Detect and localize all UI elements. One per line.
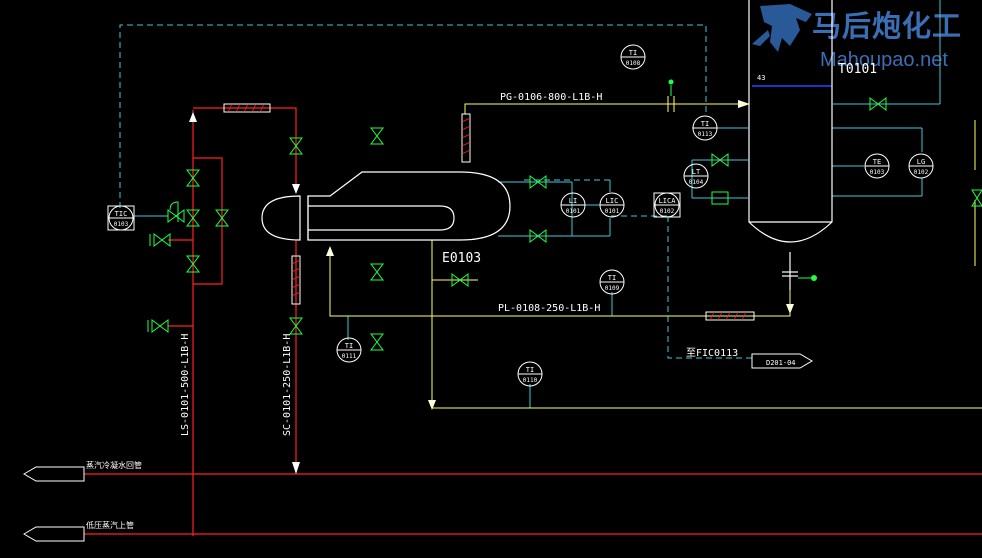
lg-0102-type: LG <box>917 158 925 166</box>
exchanger-tag: E0103 <box>442 251 481 266</box>
pipe-label-sc: SC-0101-250-L1B-H <box>282 334 293 436</box>
valve-icon <box>971 189 982 207</box>
lt-0104-num: 0104 <box>689 179 704 186</box>
instrument-bubbles <box>107 44 934 387</box>
li-0101-num: 0101 <box>566 208 581 215</box>
tower-t0101 <box>748 0 833 290</box>
te-0103-type: TE <box>873 158 881 166</box>
valve-icon <box>869 97 887 111</box>
offpage-connector-fic: 至FIC0113 D201-04 <box>686 347 813 369</box>
fic-connector-ref: D201-04 <box>766 359 796 367</box>
lt-0104-type: LT <box>692 168 701 176</box>
lg-0102-num: 0102 <box>914 169 929 176</box>
valve-icon <box>529 229 547 243</box>
watermark-en: Mahoupao.net <box>820 49 948 71</box>
ti-0110-num: 0110 <box>523 377 538 384</box>
tower-drain-icon <box>811 275 817 281</box>
orifice-flange-icon <box>667 96 675 112</box>
valve-icon <box>451 273 469 287</box>
lica-0102-num: 0102 <box>660 208 675 215</box>
fic-connector-text: 至FIC0113 <box>686 347 738 359</box>
pipe-label-pg: PG-0106-800-L1B-H <box>500 92 602 103</box>
lica-signal-line <box>667 216 752 359</box>
watermark-cn: 马后炮化工 <box>812 9 962 43</box>
valve-icon <box>370 127 384 145</box>
horse-logo-icon <box>752 4 812 52</box>
valve-icon <box>186 255 200 273</box>
ti-0108-type: TI <box>629 49 637 57</box>
ti-0108-num: 0108 <box>626 60 641 67</box>
valve-icon <box>711 191 729 205</box>
tic-0103-num: 0103 <box>114 221 129 228</box>
steam-lines <box>84 107 982 536</box>
tic-0103-type: TIC <box>115 210 128 218</box>
ti-0109-num: 0109 <box>605 285 620 292</box>
lic-0101-type: LIC <box>606 197 619 205</box>
offpage-connector-cond-return: 蒸汽冷凝水回管 <box>23 460 142 482</box>
pipe-label-pl: PL-0108-250-L1B-H <box>498 303 600 314</box>
process-lines <box>329 103 982 409</box>
sample-point-icon <box>668 79 674 85</box>
ti-0111-num: 0111 <box>342 353 357 360</box>
watermark-logo: 马后炮化工 Mahoupao.net <box>752 4 962 71</box>
lica-0102-type: LICA <box>659 197 677 205</box>
valve-icon <box>153 233 171 247</box>
ti-0110-type: TI <box>526 366 534 374</box>
valves <box>147 97 982 351</box>
valve-icon <box>289 317 303 335</box>
offpage-connector-lp-steam: 低压蒸汽上管 <box>23 520 134 542</box>
ti-0113-type: TI <box>701 120 709 128</box>
control-valve-icon <box>167 209 185 223</box>
valve-icon <box>151 319 169 333</box>
instrument-labels: TI 0108 TI 0113 LT 0104 TE 0103 LG 0102 … <box>114 49 929 384</box>
valve-icon <box>711 153 729 167</box>
valve-icon <box>215 209 229 227</box>
valve-icon <box>370 333 384 351</box>
lp-steam-label: 低压蒸汽上管 <box>86 520 134 530</box>
pipe-label-ls: LS-0101-500-L1B-H <box>180 334 191 436</box>
valve-icon <box>289 137 303 155</box>
li-0101-type: LI <box>569 197 577 205</box>
signal-lines <box>119 24 923 408</box>
valve-icon <box>186 169 200 187</box>
valve-icon <box>186 209 200 227</box>
tower-tag: T0101 <box>838 62 877 77</box>
ti-0113-num: 0113 <box>698 131 713 138</box>
tower-small-label: 43 <box>757 74 765 82</box>
te-0103-num: 0103 <box>870 169 885 176</box>
ti-0111-type: TI <box>345 342 353 350</box>
valve-icon <box>529 175 547 189</box>
exchanger-e0103 <box>261 171 511 241</box>
tic-signal-line <box>119 24 707 208</box>
valve-icon <box>370 263 384 281</box>
lic-0101-num: 0101 <box>605 208 620 215</box>
ti-0109-type: TI <box>608 274 616 282</box>
cond-return-label: 蒸汽冷凝水回管 <box>86 460 142 470</box>
